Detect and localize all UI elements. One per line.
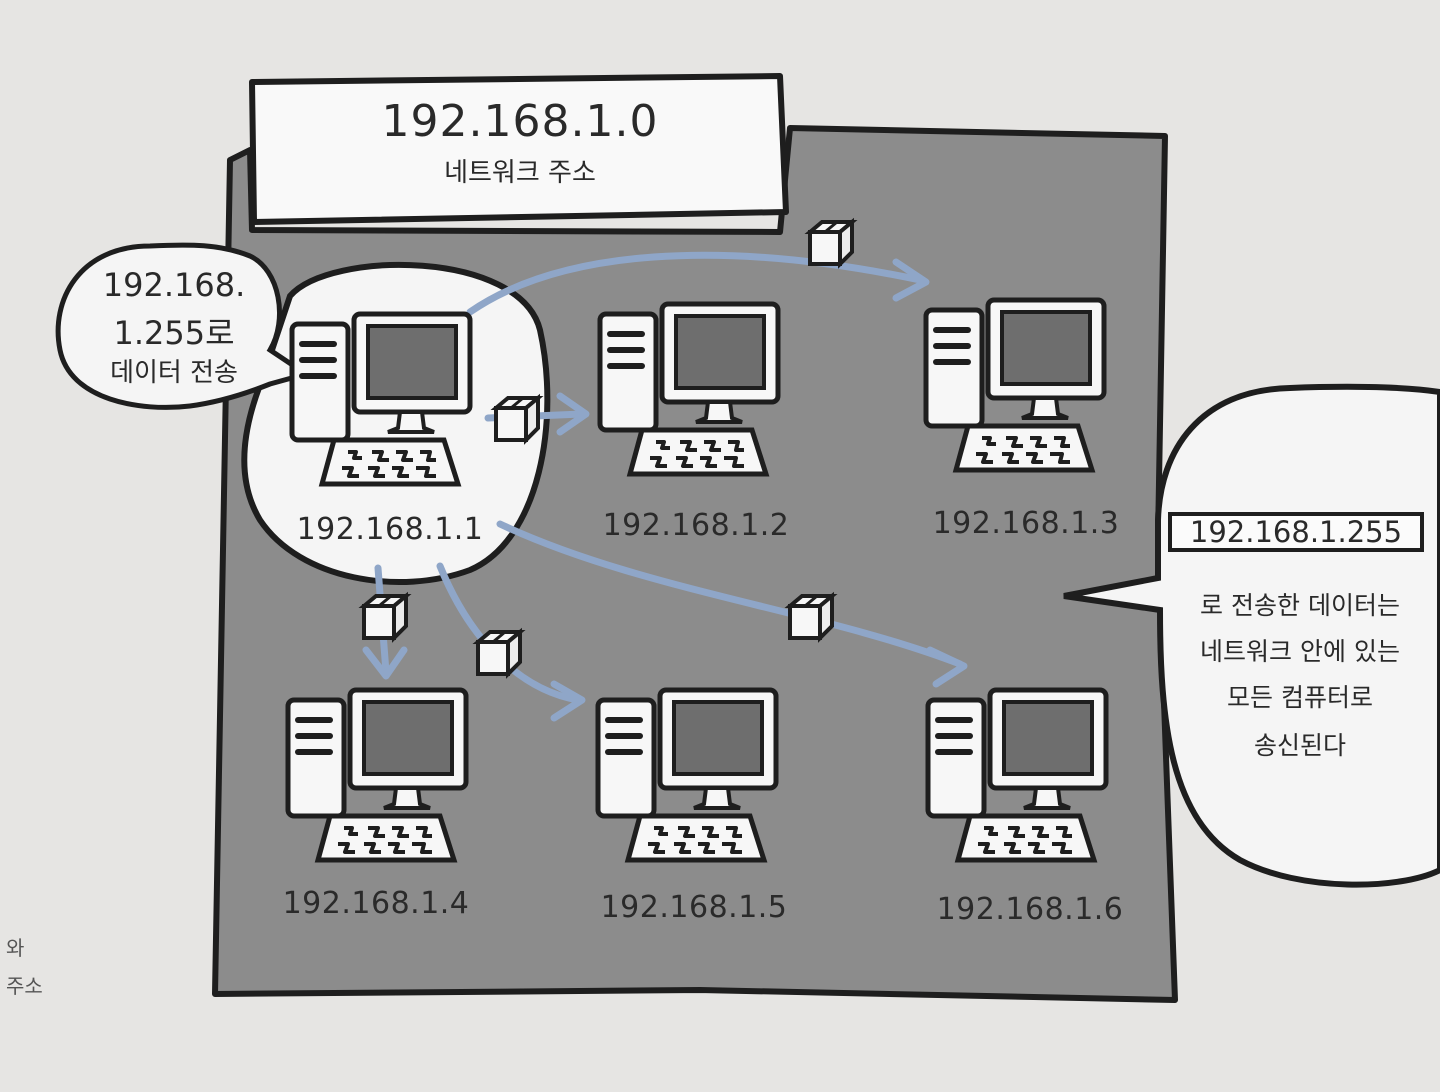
computer-label-pc-4: 192.168.1.4 <box>282 886 470 921</box>
network-title-box <box>249 73 789 225</box>
broadcast-bubble-line3: 모든 컴퓨터로 <box>1227 683 1373 712</box>
arrow-to-pc-6 <box>496 520 964 668</box>
packet-icon <box>362 594 408 640</box>
arrow-head-pc-2 <box>556 392 590 436</box>
network-address: 192.168.1.0 <box>381 96 659 147</box>
packet-icon <box>494 396 540 442</box>
broadcast-address: 192.168.1.255 <box>1168 512 1424 552</box>
computer-label-pc-1: 192.168.1.1 <box>296 512 484 547</box>
computer-label-pc-2: 192.168.1.2 <box>602 508 790 543</box>
computer-label-pc-3: 192.168.1.3 <box>932 506 1120 541</box>
sender-speech-bubble <box>55 242 312 410</box>
computer-label-pc-5: 192.168.1.5 <box>600 890 788 925</box>
broadcast-bubble-line4: 송신된다 <box>1253 731 1346 760</box>
sender-bubble-line3: 데이터 전송 <box>110 358 238 388</box>
arrow-head-pc-4 <box>362 646 408 680</box>
broadcast-speech-bubble <box>1063 383 1440 888</box>
broadcast-bubble-line2: 네트워크 안에 있는 <box>1200 637 1400 666</box>
margin-note-line2: 주소 <box>6 974 43 998</box>
computer-label-pc-6: 192.168.1.6 <box>936 892 1124 927</box>
broadcast-bubble-line1: 로 전송한 데이터는 <box>1200 591 1400 620</box>
arrow-head-pc-3 <box>892 258 930 302</box>
arrow-head-pc-5 <box>550 680 586 722</box>
arrow-head-pc-6 <box>926 646 968 688</box>
network-address-label: 네트워크 주소 <box>444 158 596 188</box>
sender-bubble-line2: 1.255로 <box>113 314 235 352</box>
packet-icon <box>808 220 854 266</box>
margin-note-line1: 와 <box>6 936 25 960</box>
sender-bubble-line1: 192.168. <box>102 266 246 304</box>
packet-icon <box>476 630 522 676</box>
packet-icon <box>788 594 834 640</box>
